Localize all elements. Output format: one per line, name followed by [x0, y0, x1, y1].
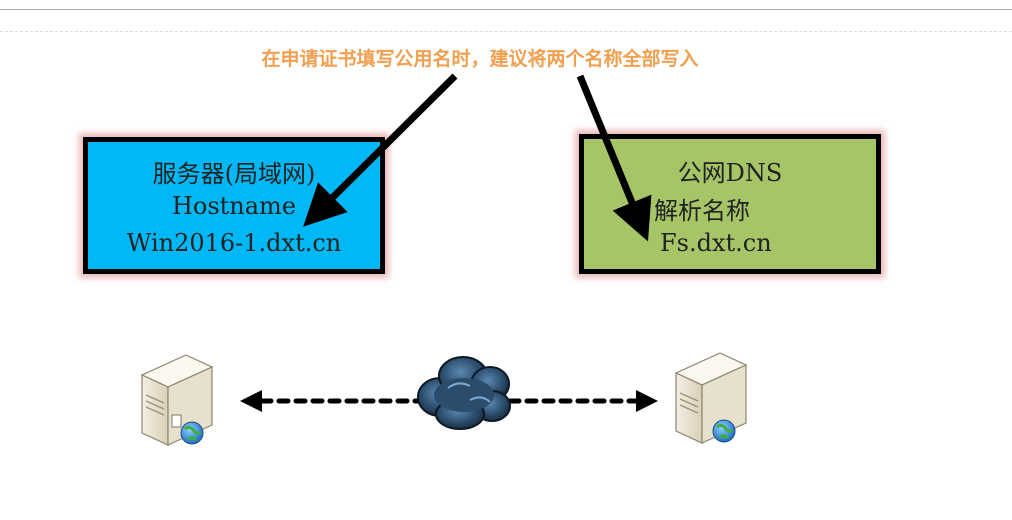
hostname-label: Hostname — [171, 192, 297, 220]
dashed-rule — [0, 31, 1012, 32]
public-dns-label: 公网DNS — [677, 159, 783, 187]
server-label: 服务器(局域网) — [152, 160, 316, 188]
arrow-to-hostname — [303, 73, 458, 227]
cloud-icon — [417, 356, 511, 430]
right-dotted-arrow — [507, 390, 658, 412]
server-icon — [140, 354, 214, 446]
hostname-value: Win2016-1.dxt.cn — [126, 229, 342, 257]
server-icon — [674, 352, 748, 444]
arrow-to-dns-name — [576, 74, 652, 242]
top-rule — [0, 9, 1012, 10]
annotation-note: 在申请证书填写公用名时，建议将两个名称全部写入 — [261, 48, 699, 70]
server-hostname-box: 服务器(局域网) Hostname Win2016-1.dxt.cn — [83, 137, 385, 274]
dns-name-value: Fs.dxt.cn — [660, 229, 772, 257]
left-dotted-arrow — [240, 390, 421, 412]
dns-name-label: 解析名称 — [654, 197, 750, 225]
